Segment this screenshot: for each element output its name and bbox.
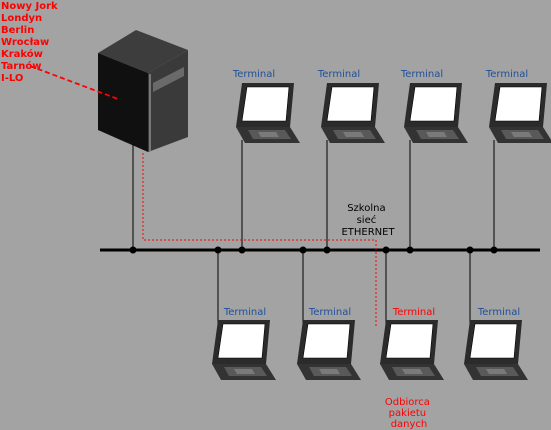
junction-dots bbox=[129, 246, 498, 254]
city-item: I-LO bbox=[1, 73, 23, 84]
packet-path bbox=[142, 153, 377, 327]
terminal-bottom-2: Terminal bbox=[296, 307, 362, 381]
laptop-icon bbox=[379, 319, 445, 381]
city-item: Londyn bbox=[1, 13, 42, 24]
laptop-icon bbox=[320, 82, 386, 144]
terminal-recipient: Terminal bbox=[379, 307, 445, 381]
terminal-label: Terminal bbox=[400, 69, 443, 80]
bottom-connectors bbox=[217, 250, 471, 325]
city-item: Berlin bbox=[1, 25, 34, 36]
recipient-label: Odbiorca pakietu danych bbox=[385, 397, 433, 430]
terminal-top-1: Terminal bbox=[232, 69, 301, 144]
terminal-bottom-4: Terminal bbox=[463, 307, 529, 381]
laptop-icon bbox=[211, 319, 277, 381]
city-item: Wrocław bbox=[1, 37, 49, 48]
city-item: Kraków bbox=[1, 48, 43, 60]
terminal-label: Terminal bbox=[485, 69, 528, 80]
terminal-bottom-1: Terminal bbox=[211, 307, 277, 381]
laptop-icon bbox=[488, 82, 551, 144]
terminal-label: Terminal bbox=[223, 307, 266, 318]
city-item: Tarnów bbox=[1, 60, 41, 72]
city-list: Nowy Jork Londyn Berlin Wrocław Kraków T… bbox=[1, 1, 61, 84]
terminal-top-3: Terminal bbox=[400, 69, 469, 144]
terminal-label: Terminal bbox=[317, 69, 360, 80]
terminal-label: Terminal bbox=[308, 307, 351, 318]
terminal-label: Terminal bbox=[477, 307, 520, 318]
server-icon bbox=[98, 30, 188, 152]
city-item: Nowy Jork bbox=[1, 1, 58, 12]
laptop-icon bbox=[463, 319, 529, 381]
top-connectors bbox=[241, 140, 495, 250]
terminal-label: Terminal bbox=[392, 307, 435, 318]
laptop-icon bbox=[235, 82, 301, 144]
terminal-top-2: Terminal bbox=[317, 69, 386, 144]
terminal-label: Terminal bbox=[232, 69, 275, 80]
laptop-icon bbox=[403, 82, 469, 144]
network-label: Szkolna sieć ETHERNET bbox=[341, 203, 395, 238]
terminal-top-4: Terminal bbox=[485, 69, 551, 144]
laptop-icon bbox=[296, 319, 362, 381]
